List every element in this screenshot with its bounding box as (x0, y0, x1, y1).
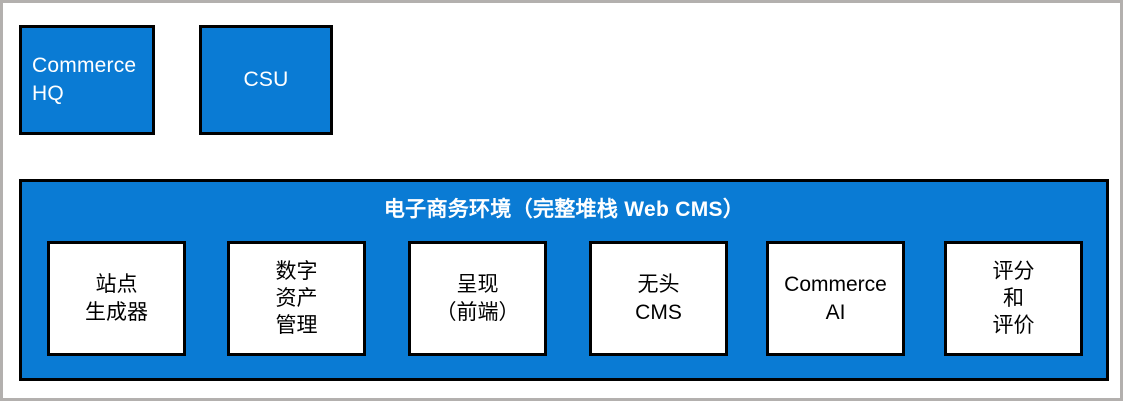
capability-label-commerce-ai: Commerce AI (769, 271, 902, 326)
capability-box-site-generator[interactable]: 站点 生成器 (47, 241, 186, 356)
node-commerce-hq[interactable]: Commerce HQ (19, 25, 155, 135)
capability-line2: （前端） (435, 300, 520, 324)
capability-line1: 无头 (637, 273, 680, 297)
capability-line2: 和 (1003, 286, 1024, 310)
capability-label-site-generator: 站点 生成器 (50, 271, 183, 326)
capability-line3: 评价 (992, 314, 1035, 338)
node-commerce-hq-line1: Commerce (32, 54, 137, 78)
capability-line1: 数字 (275, 259, 318, 283)
capability-line2: AI (825, 300, 846, 324)
node-csu-label: CSU (244, 66, 289, 94)
capability-label-headless-cms: 无头 CMS (592, 271, 725, 326)
node-commerce-hq-line2: HQ (32, 82, 64, 105)
node-csu-line1: CSU (243, 68, 289, 92)
capability-label-presentation: 呈现 （前端） (411, 271, 544, 326)
node-csu[interactable]: CSU (199, 25, 333, 135)
capability-box-presentation[interactable]: 呈现 （前端） (408, 241, 547, 356)
capability-line1: 评分 (992, 259, 1035, 283)
capability-line2: CMS (635, 300, 682, 324)
capability-line1: 站点 (95, 273, 138, 297)
capability-row: 站点 生成器 数字 资产 管理 呈现 （前端） 无头 (22, 182, 1106, 378)
capability-line3: 管理 (275, 314, 318, 338)
capability-line2: 生成器 (85, 300, 148, 324)
node-commerce-hq-label: Commerce HQ (30, 52, 152, 107)
capability-label-digital-asset-mgmt: 数字 资产 管理 (230, 258, 363, 340)
capability-line1: 呈现 (456, 273, 499, 297)
ecommerce-environment-title: 电子商务环境（完整堆栈 Web CMS） (383, 198, 745, 221)
capability-box-digital-asset-mgmt[interactable]: 数字 资产 管理 (227, 241, 366, 356)
capability-box-headless-cms[interactable]: 无头 CMS (589, 241, 728, 356)
capability-line1: Commerce (784, 273, 887, 297)
capability-line2: 资产 (275, 286, 318, 310)
ecommerce-environment-container[interactable]: 电子商务环境（完整堆栈 Web CMS） 站点 生成器 数字 资产 管理 呈现 … (19, 179, 1109, 381)
capability-box-commerce-ai[interactable]: Commerce AI (766, 241, 905, 356)
capability-label-ratings-reviews: 评分 和 评价 (947, 258, 1080, 340)
capability-box-ratings-reviews[interactable]: 评分 和 评价 (944, 241, 1083, 356)
